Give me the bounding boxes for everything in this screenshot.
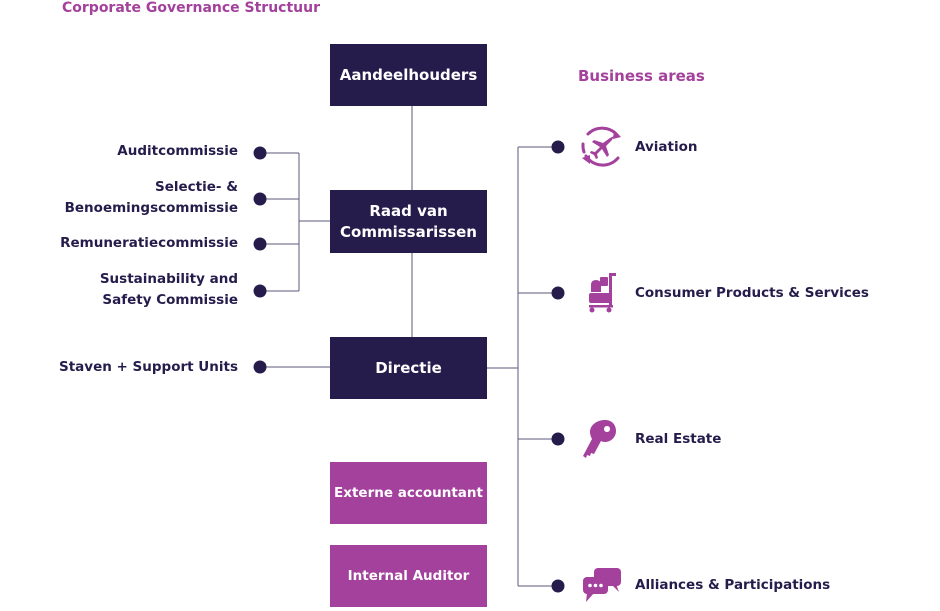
box-internal-auditor: Internal Auditor	[330, 545, 487, 607]
dot-remuneration	[253, 237, 267, 251]
label-remuneratiecommissie: Remuneratiecommissie	[60, 235, 238, 251]
speech-bubbles-icon	[583, 568, 621, 602]
area-alliances-participations: Alliances & Participations	[635, 577, 831, 593]
box-external-accountant-label: Externe accountant	[334, 484, 483, 501]
box-supervisory-board-line1: Raad van	[369, 201, 448, 220]
dot-aviation	[551, 140, 565, 154]
area-aviation: Aviation	[635, 139, 698, 155]
shopping-trolley-icon	[589, 273, 616, 313]
dot-audit	[253, 146, 267, 160]
label-selectie-benoemingscommissie: Selectie- & Benoemingscommissie	[64, 179, 238, 216]
box-external-accountant: Externe accountant	[330, 462, 487, 524]
key-icon	[583, 420, 616, 458]
area-consumer-products-services: Consumer Products & Services	[635, 285, 869, 301]
business-areas-title: Business areas	[578, 67, 705, 85]
box-supervisory-board-line2: Commissarissen	[340, 222, 477, 241]
box-supervisory-board: Raad van Commissarissen	[330, 190, 487, 253]
label-sustainability-safety-commissie: Sustainability and Safety Commissie	[99, 271, 238, 308]
label-staven-support-units: Staven + Support Units	[58, 359, 238, 375]
dot-sustainability	[253, 284, 267, 298]
dot-consumer	[551, 286, 565, 300]
area-real-estate: Real Estate	[635, 431, 722, 447]
dot-staff	[253, 360, 267, 374]
box-shareholders: Aandeelhouders	[330, 44, 487, 106]
box-shareholders-label: Aandeelhouders	[339, 65, 478, 84]
airplane-cycle-icon	[581, 126, 621, 167]
box-board: Directie	[330, 337, 487, 399]
label-auditcommissie: Auditcommissie	[117, 143, 238, 159]
diagram-title: Corporate Governance Structuur	[62, 0, 321, 16]
dot-selection	[253, 192, 267, 206]
dot-alliances	[551, 579, 565, 593]
dot-real-estate	[551, 432, 565, 446]
box-internal-auditor-label: Internal Auditor	[347, 567, 470, 584]
box-board-label: Directie	[375, 358, 442, 377]
